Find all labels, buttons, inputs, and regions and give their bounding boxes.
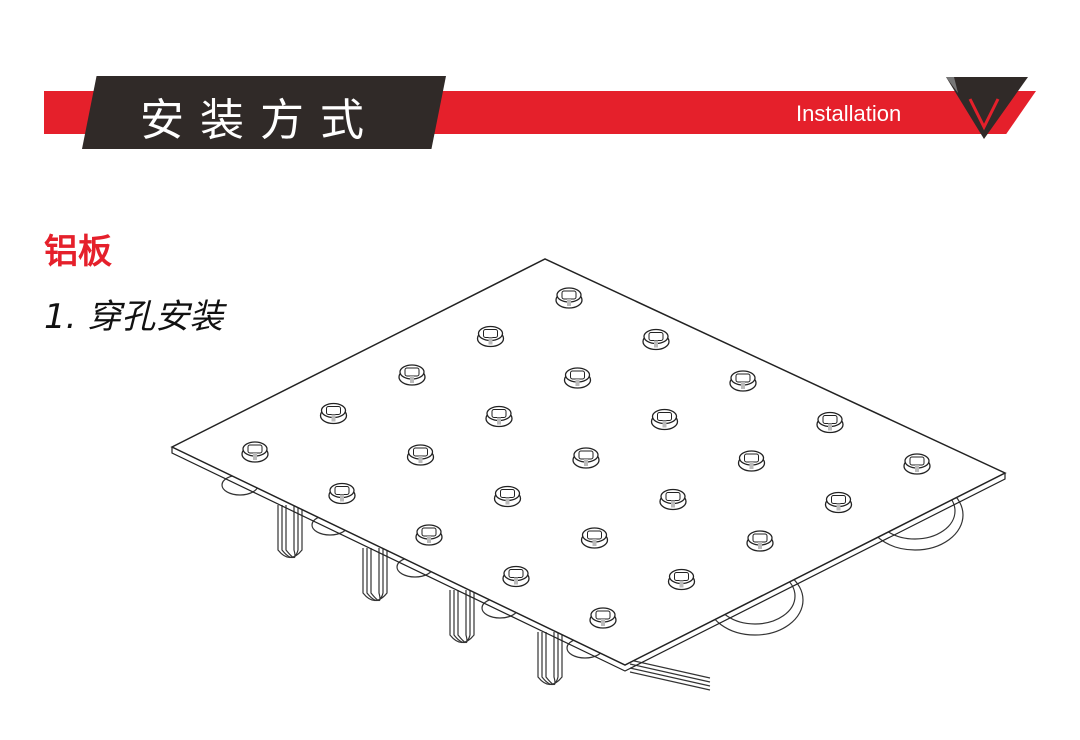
led-module: [659, 488, 687, 511]
led-module: [729, 370, 757, 392]
cable-loop: [362, 548, 388, 602]
wire-bundle: [629, 659, 711, 691]
step-label: 1. 穿孔安装: [44, 297, 224, 337]
led-module: [319, 402, 348, 425]
led-module: [415, 524, 443, 546]
led-module: [642, 328, 670, 351]
led-module: [737, 450, 766, 472]
section-subtitle: 铝板: [44, 232, 112, 272]
led-module: [563, 367, 592, 389]
led-module: [476, 325, 505, 348]
page-title: 安装方式: [140, 95, 380, 146]
led-module: [589, 607, 617, 629]
v-logo-icon: [946, 77, 1028, 139]
led-module: [493, 485, 522, 508]
cable-loop: [537, 632, 563, 686]
cable-loop: [449, 590, 475, 644]
header-dark-block: [82, 76, 446, 149]
led-module: [824, 491, 853, 514]
led-module: [650, 408, 679, 431]
led-module: [328, 482, 356, 505]
led-module: [580, 527, 609, 549]
led-module: [406, 444, 435, 466]
cable-loop: [277, 505, 303, 559]
led-module: [485, 405, 513, 428]
page-title-english: Installation: [796, 101, 902, 126]
led-module: [502, 565, 530, 588]
led-module: [398, 364, 426, 386]
led-module: [572, 447, 600, 469]
led-module: [667, 568, 696, 591]
led-module: [903, 453, 931, 475]
led-module: [746, 530, 774, 552]
led-module: [816, 411, 844, 434]
led-module: [241, 441, 269, 463]
led-module: [555, 287, 583, 309]
